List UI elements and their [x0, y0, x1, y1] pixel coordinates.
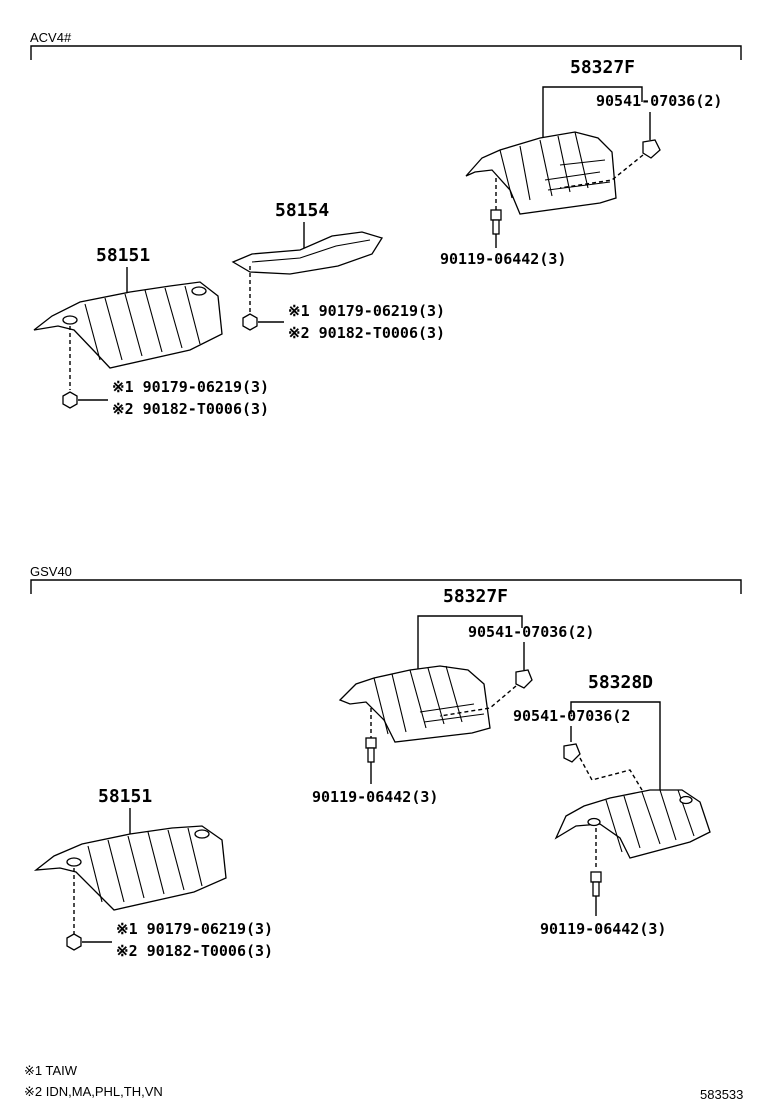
bolt-90119b-gsv[interactable]: [590, 871, 602, 897]
label-58327f-gsv[interactable]: 58327F: [443, 586, 508, 607]
footnote-2: ※2 IDN,MA,PHL,TH,VN: [24, 1084, 163, 1099]
leader-58328d: [570, 701, 661, 790]
nut-58154[interactable]: [242, 313, 258, 331]
dash-90541b-gsv: [579, 757, 643, 791]
nut-58151-acv[interactable]: [62, 391, 78, 409]
label-58151-acv-note2[interactable]: ※2 90182-T0006(3): [112, 400, 269, 418]
label-58151-gsv-note2[interactable]: ※2 90182-T0006(3): [116, 942, 273, 960]
label-90119a-gsv[interactable]: 90119-06442(3): [312, 788, 438, 806]
bolt-90119-acv[interactable]: [490, 209, 502, 235]
heat-insulator-58151-acv[interactable]: [33, 281, 223, 369]
heat-insulator-58151-gsv[interactable]: [33, 825, 227, 911]
label-58151-acv-note1[interactable]: ※1 90179-06219(3): [112, 378, 269, 396]
label-90541-acv[interactable]: 90541-07036(2): [596, 92, 722, 110]
heat-insulator-58327f-acv[interactable]: [465, 131, 617, 215]
label-58151-acv[interactable]: 58151: [96, 245, 150, 266]
leader-58327f-acv: [542, 86, 643, 140]
label-90119-acv[interactable]: 90119-06442(3): [440, 250, 566, 268]
leader-58327f-gsv: [417, 615, 523, 676]
bolt-90119a-gsv[interactable]: [365, 737, 377, 763]
section-bracket-gsv40: [30, 579, 742, 594]
label-90541a-gsv[interactable]: 90541-07036(2): [468, 623, 594, 641]
nut-58151-gsv[interactable]: [66, 933, 82, 951]
label-58154-note1[interactable]: ※1 90179-06219(3): [288, 302, 445, 320]
heat-insulator-58327f-gsv[interactable]: [338, 665, 491, 743]
insulator-58154[interactable]: [231, 231, 384, 275]
section-bracket-acv4: [30, 45, 742, 60]
diagram-code: 583533: [700, 1087, 743, 1102]
label-58154-note2[interactable]: ※2 90182-T0006(3): [288, 324, 445, 342]
section-title-gsv40: GSV40: [30, 564, 72, 579]
footnote-1: ※1 TAIW: [24, 1063, 78, 1078]
clip-90541a-gsv[interactable]: [515, 669, 533, 689]
label-58151-gsv-note1[interactable]: ※1 90179-06219(3): [116, 920, 273, 938]
label-58154[interactable]: 58154: [275, 200, 329, 221]
label-58327f-acv[interactable]: 58327F: [570, 57, 635, 78]
label-58328d[interactable]: 58328D: [588, 672, 653, 693]
clip-90541-acv[interactable]: [642, 139, 661, 159]
clip-90541b-gsv[interactable]: [563, 743, 581, 763]
label-90119b-gsv[interactable]: 90119-06442(3): [540, 920, 666, 938]
section-title-acv4: ACV4#: [30, 30, 72, 45]
label-90541b-gsv[interactable]: 90541-07036(2: [513, 707, 630, 725]
label-58151-gsv[interactable]: 58151: [98, 786, 152, 807]
heat-insulator-58328d[interactable]: [554, 789, 711, 859]
